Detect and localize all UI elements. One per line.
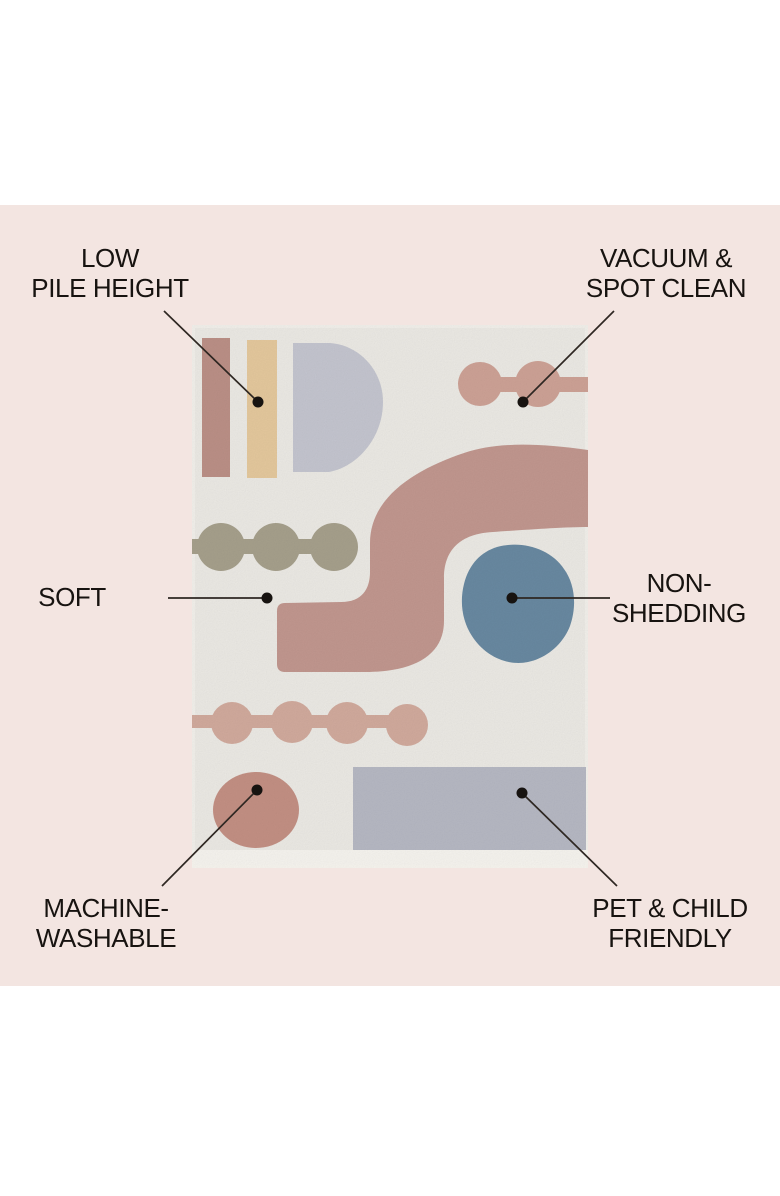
callout-label-pet-child-friendly: PET & CHILD FRIENDLY <box>570 893 770 953</box>
callout-label-soft: SOFT <box>0 582 172 612</box>
callout-line: LOW <box>80 243 140 273</box>
callout-line: WASHABLE <box>35 923 177 953</box>
callout-line: PILE HEIGHT <box>31 273 189 303</box>
callout-label-non-shedding: NON- SHEDDING <box>579 568 779 628</box>
callout-label-low-pile-height: LOW PILE HEIGHT <box>10 243 210 303</box>
callout-line: NON- <box>646 568 712 598</box>
rug-image <box>192 325 588 868</box>
callout-line: MACHINE- <box>43 893 169 923</box>
callout-label-vacuum-spot-clean: VACUUM & SPOT CLEAN <box>566 243 766 303</box>
callout-line: FRIENDLY <box>608 923 732 953</box>
rug-texture <box>192 325 588 868</box>
callout-line: SOFT <box>38 582 106 612</box>
callout-line: SHEDDING <box>611 598 747 628</box>
callout-label-machine-washable: MACHINE- WASHABLE <box>6 893 206 953</box>
callout-line: VACUUM & <box>599 243 733 273</box>
callout-line: SPOT CLEAN <box>585 273 747 303</box>
callout-line: PET & CHILD <box>592 893 748 923</box>
